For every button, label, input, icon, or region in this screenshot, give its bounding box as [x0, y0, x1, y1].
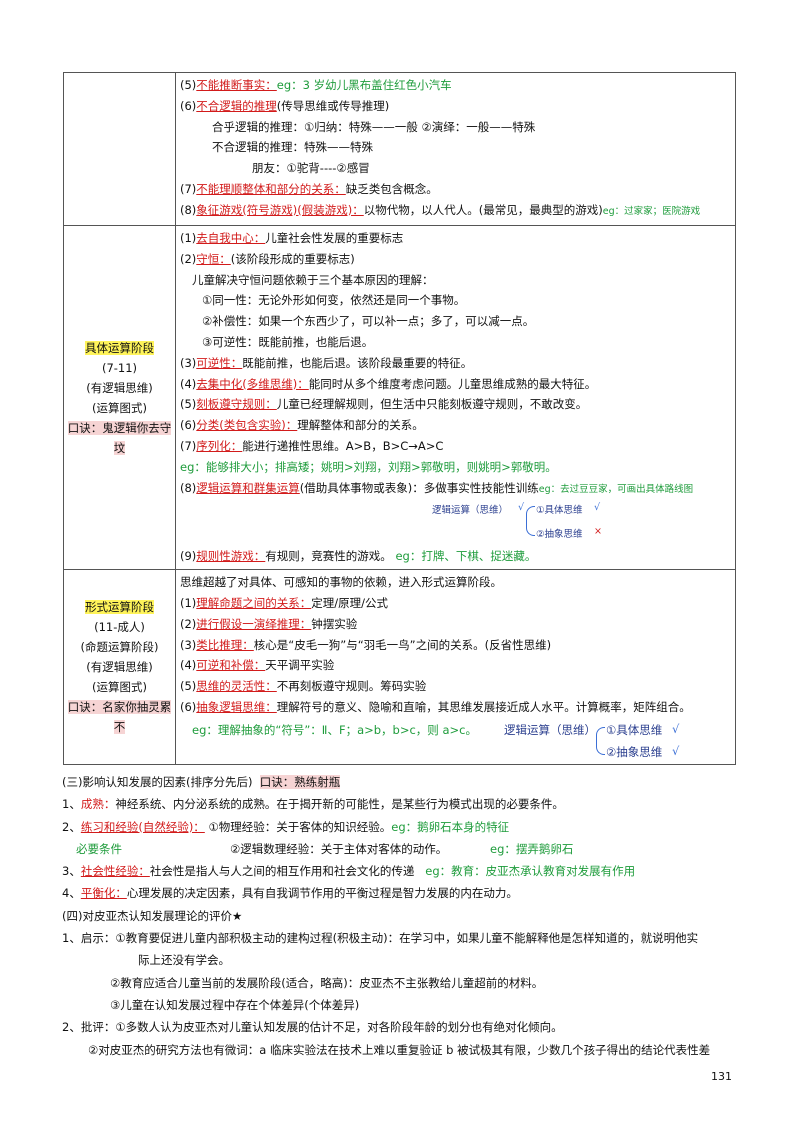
- stage-mnemonic: 口诀：名家你抽灵累不: [67, 699, 172, 734]
- check-icon: √: [518, 502, 525, 514]
- list-item: 思维超越了对具体、可感知的事物的依赖，进入形式运算阶段。: [180, 575, 502, 590]
- check-icon: √: [672, 743, 680, 758]
- mnemonic: 口诀：熟练射瓶: [259, 775, 341, 789]
- logic-label: 逻辑运算（思维）: [504, 722, 596, 737]
- list-item: eg：能够排大小；排高矮；姚明>刘翔，刘翔>郭敬明，则姚明>郭敬明。: [180, 459, 557, 474]
- list-item: 必要条件 ②逻辑数理经验：关于主体对客体的动作。 eg：摆弄鹅卵石: [62, 838, 752, 860]
- list-item: 1、成熟：神经系统、内分泌系统的成熟。在于揭开新的可能性，是某些行为模式出现的必…: [62, 797, 564, 812]
- list-item: ③可逆性：既能前推，也能后退。: [202, 334, 374, 349]
- list-item: (5)思维的灵活性：不再刻板遵守规则。筹码实验: [180, 679, 427, 694]
- item-example: eg：3 岁幼儿黑布盖住红色小汽车: [276, 78, 452, 92]
- cross-icon: ×: [594, 526, 602, 538]
- list-item: (4)去集中化(多维思维)：能同时从多个维度考虑问题。儿童思维成熟的最大特征。: [180, 376, 597, 391]
- page-number: 131: [711, 1070, 732, 1083]
- stage-age: (11-成人): [94, 619, 145, 634]
- list-item: (6)抽象逻辑思维：理解符号的意义、隐喻和直喻，其思维发展接近成人水平。计算概率…: [180, 699, 691, 714]
- list-item: ③儿童在认知发展过程中存在个体差异(个体差异): [110, 997, 360, 1012]
- list-item: ②对皮亚杰的研究方法也有微词：a 临床实验法在技术上难以重复验证 b 被试极其有…: [88, 1042, 711, 1057]
- list-item: (3)可逆性：既能前推，也能后退。该阶段最重要的特征。: [180, 355, 473, 370]
- list-item: (2)守恒：(该阶段形成的重要标志): [180, 251, 355, 266]
- logic-diagram: eg：理解抽象的“符号”：Ⅱ、F；a>b，b>c，则 a>c。 逻辑运算（思维）…: [180, 718, 731, 762]
- concrete-content-cell: (1)去自我中心：儿童社会性发展的重要标志 (2)守恒：(该阶段形成的重要标志)…: [175, 224, 736, 571]
- table-row: 形式运算阶段 (11-成人) (命题运算阶段) (有逻辑思维) (运算图式) 口…: [63, 569, 736, 765]
- list-item: (8)逻辑运算和群集运算(借助具体事物或表象)：多做事实性技能性训练eg：去过豆…: [180, 480, 694, 495]
- logic-item: ①具体思维: [536, 505, 583, 517]
- item-text: 缺乏类包含概念。: [345, 181, 438, 196]
- brace-icon: [526, 506, 535, 537]
- section-heading: (三)影响认知发展的因素(排序分先后) 口诀：熟练射瓶: [62, 775, 341, 789]
- list-item: (1)去自我中心：儿童社会性发展的重要标志: [180, 231, 404, 245]
- factors-section: (三)影响认知发展的因素(排序分先后) 口诀：熟练射瓶 1、成熟：神经系统、内分…: [62, 771, 752, 1061]
- logic-label: 逻辑运算（思维）: [432, 505, 509, 517]
- table-row: (5)不能推断事实：eg：3 岁幼儿黑布盖住红色小汽车 (6)不合逻辑的推理(传…: [63, 72, 736, 226]
- list-item: ②教育应适合儿童当前的发展阶段(适合，略高)：皮亚杰不主张教给儿童超前的材料。: [110, 975, 544, 990]
- stage-title: 形式运算阶段: [85, 599, 154, 614]
- list-item: 1、启示：①教育要促进儿童内部积极主动的建构过程(积极主动)：在学习中，如果儿童…: [62, 931, 699, 946]
- list-item: (2)进行假设一演绎推理：钟摆实验: [180, 616, 358, 631]
- item-text: 以物代物，以人代人。(最常见，最典型的游戏): [363, 202, 603, 217]
- logic-item: ②抽象思维: [536, 529, 583, 541]
- list-item: 不合逻辑的推理：特殊——特殊: [212, 140, 373, 155]
- check-icon: √: [672, 721, 680, 736]
- brace-icon: [596, 726, 605, 755]
- stage-table: (5)不能推断事实：eg：3 岁幼儿黑布盖住红色小汽车 (6)不合逻辑的推理(传…: [63, 72, 736, 765]
- list-item: 合乎逻辑的推理：①归纳：特殊——一般 ②演绎：一般——特殊: [212, 119, 536, 134]
- formal-stage-cell: 形式运算阶段 (11-成人) (命题运算阶段) (有逻辑思维) (运算图式) 口…: [63, 569, 176, 765]
- preop-content-cell: (5)不能推断事实：eg：3 岁幼儿黑布盖住红色小汽车 (6)不合逻辑的推理(传…: [175, 72, 736, 226]
- list-item: 4、平衡化：心理发展的决定因素，具有自我调节作用的平衡过程是智力发展的内在动力。: [62, 886, 518, 901]
- item-key: 象征游戏(符号游戏)(假装游戏)：: [196, 202, 364, 217]
- list-item: 2、批评：①多数人认为皮亚杰对儿童认知发展的估计不足，对各阶段年龄的划分也有绝对…: [62, 1020, 563, 1035]
- list-item: 儿童解决守恒问题依赖于三个基本原因的理解：: [192, 272, 434, 287]
- list-item: (4)可逆和补偿：天平调平实验: [180, 658, 335, 673]
- item-example: eg：过家家；医院游戏: [602, 205, 701, 217]
- list-item: ②补偿性：如果一个东西少了，可以补一点；多了，可以减一点。: [202, 314, 535, 329]
- item-number: (7): [180, 181, 197, 196]
- list-item: (7)序列化：能进行递推性思维。A>B，B>C→A>C: [180, 438, 444, 453]
- list-item: 2、练习和经验(自然经验)： ①物理经验：关于客体的知识经验。eg：鹅卵石本身的…: [62, 819, 510, 834]
- item-number: (8): [180, 202, 197, 217]
- item-number: (6): [180, 98, 197, 113]
- item-key: 不能推断事实：: [196, 78, 277, 92]
- concrete-stage-cell: 具体运算阶段 (7-11) (有逻辑思维) (运算图式) 口诀：鬼逻辑你去守坟: [63, 224, 176, 571]
- list-item: 3、社会性经验：社会性是指人与人之间的相互作用和社会文化的传递 eg：教育：皮亚…: [62, 864, 636, 879]
- list-item: (9)规则性游戏：有规则，竞赛性的游戏。 eg：打牌、下棋、捉迷藏。: [180, 549, 537, 564]
- table-row: 具体运算阶段 (7-11) (有逻辑思维) (运算图式) 口诀：鬼逻辑你去守坟 …: [63, 224, 736, 571]
- check-icon: √: [594, 502, 601, 514]
- item-text: (传导思维或传导推理): [276, 98, 390, 113]
- stage-thinking: (命题运算阶段): [80, 639, 159, 654]
- section-heading: (四)对皮亚杰认知发展理论的评价★: [62, 908, 243, 923]
- list-item: (7)不能理顺整体和部分的关系：缺乏类包含概念。: [180, 179, 731, 200]
- logic-diagram: 逻辑运算（思维） √ ①具体思维 √ ②抽象思维 ×: [180, 498, 731, 546]
- list-item: (5)刻板遵守规则：儿童已经理解规则，但生活中只能刻板遵守规则，不敢改变。: [180, 397, 588, 412]
- logic-example: eg：理解抽象的“符号”：Ⅱ、F；a>b，b>c，则 a>c。: [192, 722, 477, 737]
- list-item: (8)象征游戏(符号游戏)(假装游戏)：以物代物，以人代人。(最常见，最典型的游…: [180, 200, 731, 221]
- list-item: (1)理解命题之间的关系：定理/原理/公式: [180, 595, 389, 610]
- stage-thinking: (有逻辑思维): [86, 380, 153, 395]
- list-item: (3)类比推理：核心是“皮毛一狗”与“羽毛一鸟”之间的关系。(反省性思维): [180, 637, 552, 652]
- stage-thinking: (有逻辑思维): [86, 659, 153, 674]
- list-item: (6)不合逻辑的推理(传导思维或传导推理): [180, 96, 731, 117]
- list-item: (6)分类(类包含实验)：理解整体和部分的关系。: [180, 418, 424, 433]
- necessary-condition-note: 必要条件: [76, 841, 122, 856]
- logic-item: ②抽象思维: [606, 744, 663, 759]
- item-key: 不能理顺整体和部分的关系：: [196, 181, 346, 196]
- list-item: ①同一性：无论外形如何变，依然还是同一个事物。: [202, 293, 466, 308]
- formal-content-cell: 思维超越了对具体、可感知的事物的依赖，进入形式运算阶段。 (1)理解命题之间的关…: [175, 569, 736, 765]
- list-item: 际上还没有学会。: [138, 953, 230, 968]
- stage-age: (7-11): [101, 360, 138, 375]
- stage-title: 具体运算阶段: [85, 340, 154, 355]
- item-number: (5): [180, 78, 197, 92]
- stage-mnemonic: 口诀：鬼逻辑你去守坟: [67, 420, 172, 455]
- item-key: 不合逻辑的推理: [196, 98, 277, 113]
- stage-graph: (运算图式): [92, 400, 147, 415]
- logic-item: ①具体思维: [606, 722, 663, 737]
- stage-cell-empty: [63, 72, 176, 226]
- stage-graph: (运算图式): [92, 679, 147, 694]
- list-item: 朋友：①驼背----②感冒: [252, 161, 370, 176]
- list-item: (5)不能推断事实：eg：3 岁幼儿黑布盖住红色小汽车: [180, 75, 731, 96]
